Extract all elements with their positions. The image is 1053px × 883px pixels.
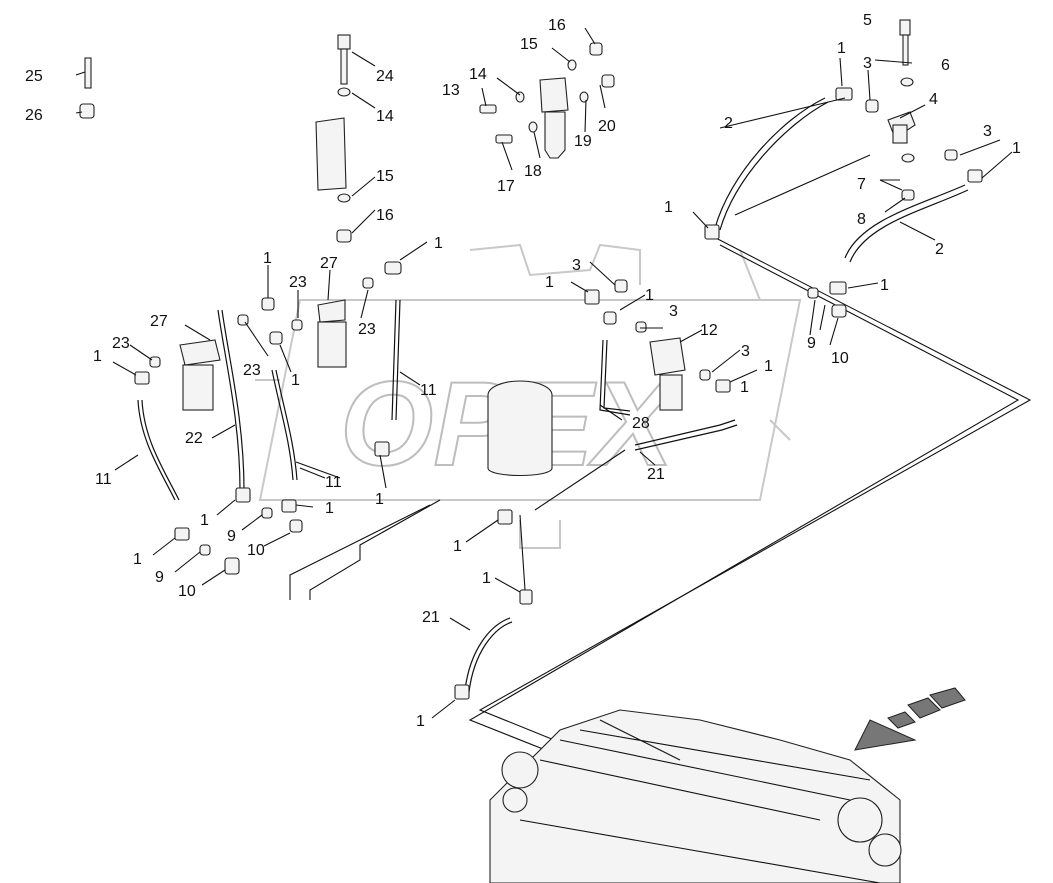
callout-13: 13 — [442, 82, 460, 99]
callout-11: 11 — [95, 471, 112, 488]
callout-1: 1 — [416, 713, 425, 730]
callout-1: 1 — [740, 379, 749, 396]
callout-16: 16 — [376, 207, 394, 224]
callout-14: 14 — [376, 108, 394, 125]
callout-3: 3 — [983, 123, 992, 140]
callout-1: 1 — [880, 277, 889, 294]
callout-23: 23 — [112, 335, 130, 352]
callout-5: 5 — [863, 12, 872, 29]
callout-15: 15 — [376, 168, 394, 185]
callout-2: 2 — [935, 241, 944, 258]
callout-22: 22 — [185, 430, 203, 447]
callout-1: 1 — [1012, 140, 1021, 157]
callout-1: 1 — [291, 372, 300, 389]
callout-1: 1 — [325, 500, 334, 517]
callout-1: 1 — [93, 348, 102, 365]
leader-lines — [75, 27, 1013, 719]
callout-3: 3 — [669, 303, 678, 320]
callout-1: 1 — [837, 40, 846, 57]
callout-1: 1 — [263, 250, 272, 267]
callout-10: 10 — [178, 583, 196, 600]
callout-10: 10 — [831, 350, 849, 367]
callout-7: 7 — [857, 176, 866, 193]
callout-23: 23 — [358, 321, 376, 338]
callout-1: 1 — [453, 538, 462, 555]
callout-6: 6 — [941, 57, 950, 74]
callout-10: 10 — [247, 542, 265, 559]
callout-3: 3 — [863, 55, 872, 72]
callout-25: 25 — [25, 68, 43, 85]
callout-20: 20 — [598, 118, 616, 135]
callout-28: 28 — [632, 415, 650, 432]
callout-1: 1 — [200, 512, 209, 529]
callout-1: 1 — [434, 235, 443, 252]
callout-1: 1 — [645, 287, 654, 304]
callout-8: 8 — [857, 211, 866, 228]
callout-9: 9 — [155, 569, 164, 586]
callout-9: 9 — [807, 335, 816, 352]
callout-14: 14 — [469, 66, 487, 83]
parts — [79, 19, 983, 883]
callout-11: 11 — [325, 474, 342, 491]
callout-2: 2 — [724, 115, 733, 132]
callout-23: 23 — [289, 274, 307, 291]
callout-labels: 1 2 3 4 5 6 3 7 8 2 1 1 16 15 14 13 20 1… — [25, 12, 1021, 730]
callout-9: 9 — [227, 528, 236, 545]
callout-16: 16 — [548, 17, 566, 34]
callout-21: 21 — [647, 466, 665, 483]
callout-24: 24 — [376, 68, 394, 85]
callout-3: 3 — [741, 343, 750, 360]
callout-12: 12 — [700, 322, 718, 339]
callout-15: 15 — [520, 36, 538, 53]
callout-11: 11 — [420, 382, 437, 399]
callout-3: 3 — [572, 257, 581, 274]
callout-1: 1 — [133, 551, 142, 568]
callout-27: 27 — [320, 255, 338, 272]
callout-1: 1 — [764, 358, 773, 375]
callout-1: 1 — [545, 274, 554, 291]
pipes — [137, 97, 969, 693]
callout-1: 1 — [482, 570, 491, 587]
callout-1: 1 — [664, 199, 673, 216]
callout-21: 21 — [422, 609, 440, 626]
callout-19: 19 — [574, 133, 592, 150]
callout-27: 27 — [150, 313, 168, 330]
callout-26: 26 — [25, 107, 43, 124]
callout-4: 4 — [929, 91, 938, 108]
callout-1: 1 — [375, 491, 384, 508]
callout-23: 23 — [243, 362, 261, 379]
callout-17: 17 — [497, 178, 515, 195]
callout-18: 18 — [524, 163, 542, 180]
